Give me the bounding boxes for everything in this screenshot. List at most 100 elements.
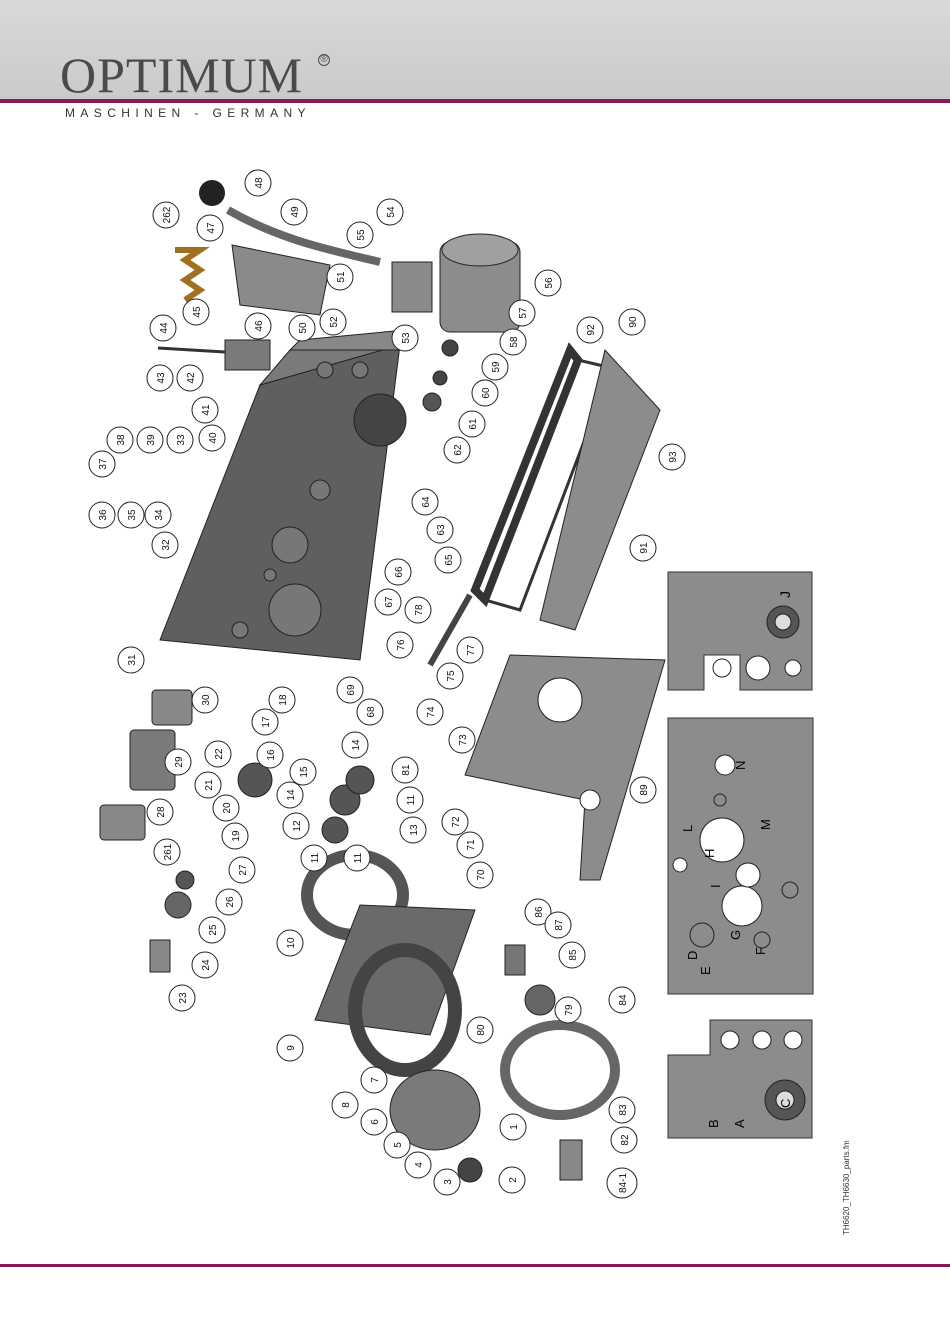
svg-text:69: 69 [346,684,357,696]
svg-text:66: 66 [394,566,405,578]
svg-text:10: 10 [286,937,297,949]
svg-text:18: 18 [278,694,289,706]
svg-text:A: A [732,1119,747,1128]
svg-text:1: 1 [509,1124,520,1130]
svg-text:68: 68 [366,706,377,718]
svg-text:92: 92 [586,324,597,336]
footer-rule [0,1264,950,1267]
source-filename: TH6620_TH6630_parts.fm [842,1140,851,1235]
svg-text:8: 8 [341,1102,352,1108]
svg-text:89: 89 [639,784,650,796]
svg-text:E: E [698,966,713,975]
svg-text:29: 29 [174,756,185,768]
svg-text:84: 84 [618,994,629,1006]
svg-text:J: J [777,591,793,598]
svg-text:36: 36 [98,509,109,521]
svg-text:73: 73 [458,734,469,746]
svg-text:21: 21 [204,779,215,791]
svg-text:G: G [728,930,743,940]
svg-text:M: M [758,819,773,830]
svg-text:41: 41 [201,404,212,416]
svg-text:9: 9 [286,1045,297,1051]
svg-text:4: 4 [414,1162,425,1168]
svg-text:86: 86 [534,906,545,918]
svg-text:262: 262 [162,206,173,223]
svg-text:91: 91 [639,542,650,554]
svg-text:26: 26 [225,896,236,908]
svg-text:42: 42 [186,372,197,384]
svg-text:52: 52 [329,316,340,328]
svg-text:D: D [685,951,700,960]
svg-text:35: 35 [127,509,138,521]
registered-mark: ® [318,54,330,66]
svg-text:72: 72 [451,816,462,828]
svg-text:12: 12 [292,820,303,832]
svg-text:L: L [680,825,695,832]
svg-text:20: 20 [222,802,233,814]
svg-text:80: 80 [476,1024,487,1036]
svg-text:43: 43 [156,372,167,384]
svg-text:65: 65 [444,554,455,566]
svg-text:47: 47 [206,222,217,234]
svg-text:19: 19 [231,830,242,842]
svg-text:25: 25 [208,924,219,936]
svg-text:16: 16 [266,749,277,761]
svg-text:11: 11 [406,794,417,805]
svg-text:55: 55 [356,229,367,241]
svg-text:24: 24 [201,959,212,971]
svg-text:87: 87 [554,919,565,931]
svg-text:F: F [753,947,768,955]
svg-text:34: 34 [154,509,165,521]
callout-label: 48 [254,177,265,189]
svg-text:61: 61 [468,418,479,430]
svg-text:5: 5 [393,1142,404,1148]
brand-tagline: MASCHINEN - GERMANY [65,106,311,120]
svg-text:81: 81 [401,764,412,776]
page-header [0,0,950,100]
svg-text:30: 30 [201,694,212,706]
svg-text:38: 38 [116,434,127,446]
svg-text:56: 56 [544,277,555,289]
svg-text:44: 44 [159,322,170,334]
header-rule [0,99,950,103]
svg-text:17: 17 [261,716,272,728]
svg-text:67: 67 [384,596,395,608]
svg-text:11: 11 [310,852,321,863]
svg-text:32: 32 [161,539,172,551]
svg-text:2: 2 [508,1177,519,1183]
svg-text:64: 64 [421,496,432,508]
svg-text:63: 63 [436,524,447,536]
svg-text:76: 76 [396,639,407,651]
svg-text:71: 71 [466,839,477,851]
svg-text:54: 54 [386,206,397,218]
svg-text:82: 82 [620,1134,631,1146]
svg-text:14: 14 [286,789,297,801]
svg-text:60: 60 [481,387,492,399]
side-view-middle: N M L H I D G E F [667,717,814,995]
svg-text:27: 27 [238,864,249,876]
side-view-top: J [667,571,813,691]
svg-text:85: 85 [568,949,579,961]
svg-text:74: 74 [426,706,437,718]
svg-text:31: 31 [127,654,138,666]
svg-text:B: B [706,1119,721,1128]
svg-text:57: 57 [518,307,529,319]
svg-text:58: 58 [509,336,520,348]
svg-text:H: H [702,849,717,858]
svg-text:22: 22 [214,748,225,760]
svg-text:62: 62 [453,444,464,456]
svg-text:83: 83 [618,1104,629,1116]
svg-text:33: 33 [176,434,187,446]
svg-text:C: C [778,1099,793,1108]
svg-text:84-1: 84-1 [618,1173,629,1193]
svg-text:59: 59 [491,361,502,373]
svg-text:50: 50 [298,322,309,334]
brand-logo: OPTIMUM [60,47,304,103]
svg-text:51: 51 [336,271,347,283]
svg-text:37: 37 [98,458,109,470]
svg-text:46: 46 [254,320,265,332]
svg-text:78: 78 [414,604,425,616]
svg-text:39: 39 [146,434,157,446]
svg-text:7: 7 [370,1077,381,1083]
